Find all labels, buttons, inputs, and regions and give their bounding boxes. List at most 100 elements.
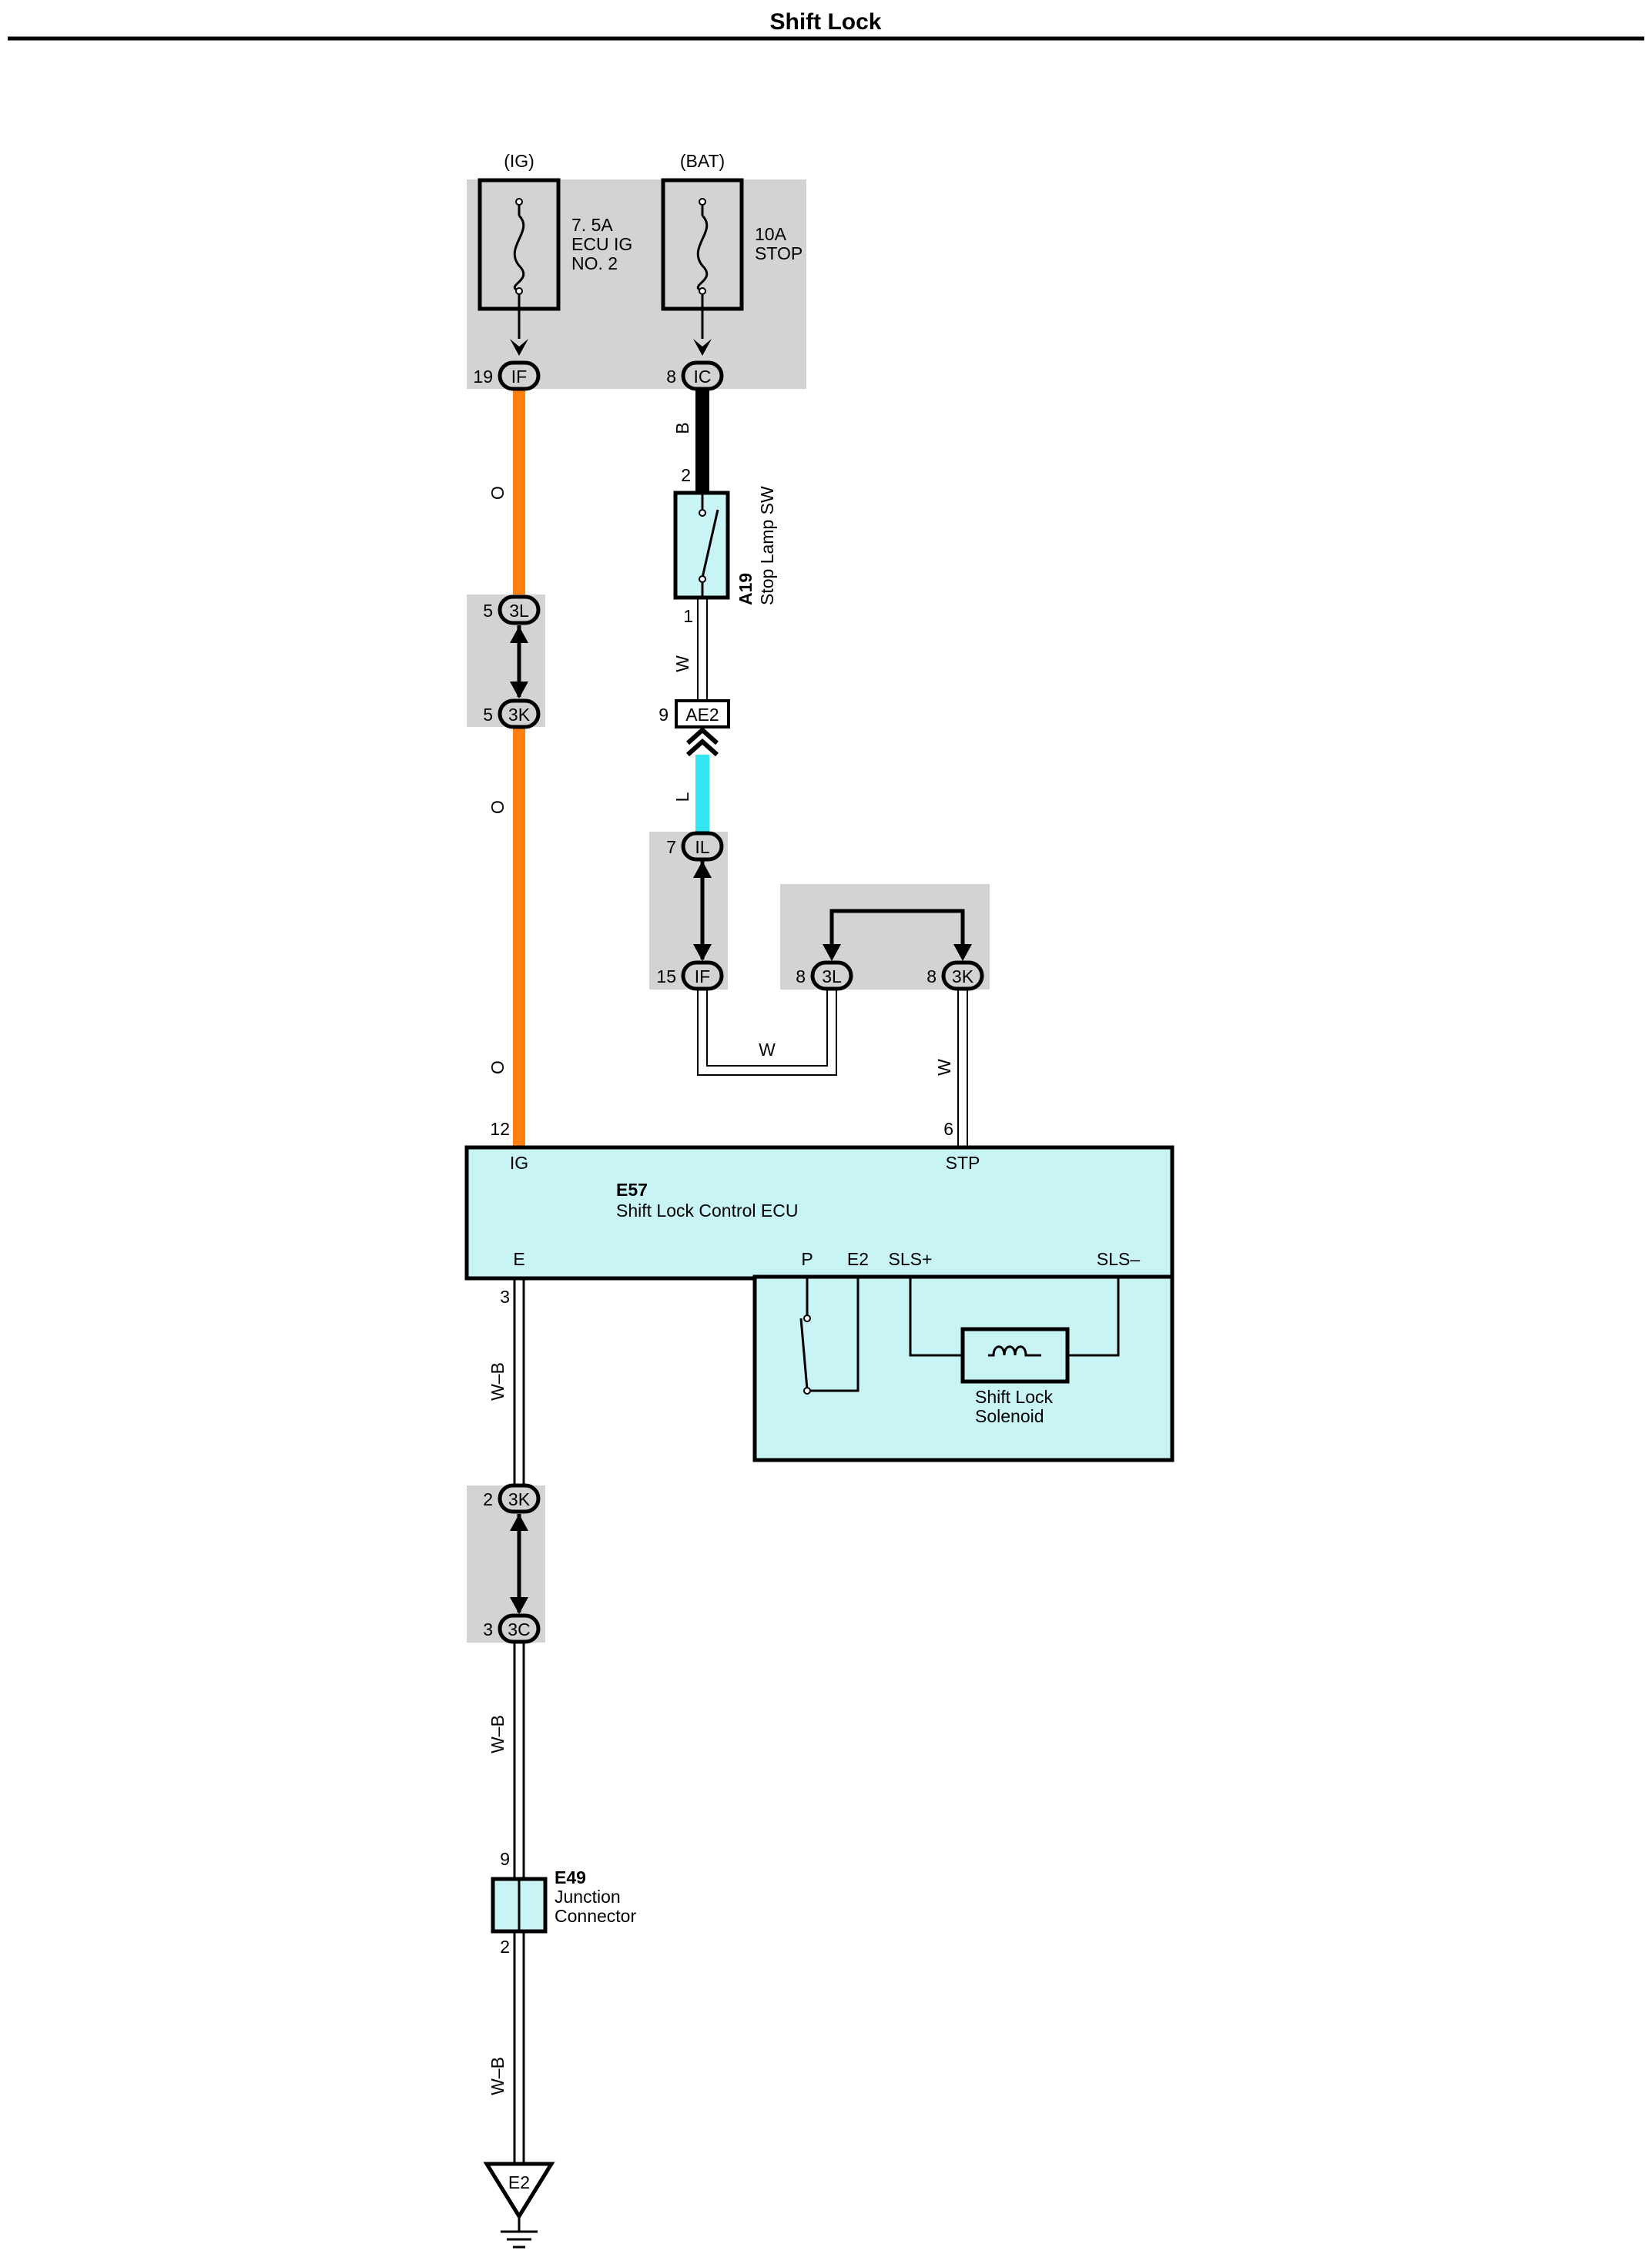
connector-if-mid-label: IF: [695, 966, 710, 986]
wire-label-w2: W: [759, 1040, 776, 1060]
fuse-stop: [661, 178, 744, 339]
wire-wb-3: [513, 1931, 525, 2164]
arrow-ig-down: [510, 339, 528, 356]
p-position-switch: [799, 1277, 860, 1395]
wire-label-w3: W: [934, 1059, 954, 1076]
arrow-bat-down: [693, 339, 712, 356]
ecu-pin-3: 3: [500, 1287, 510, 1307]
connector-3k-low: [498, 1483, 541, 1514]
stop-sw-pin-bottom: 1: [683, 606, 693, 626]
pin-8-3l: 8: [796, 966, 806, 986]
ecu-terminal-sls-plus: SLS+: [889, 1249, 933, 1269]
pin-8-ic: 8: [666, 367, 676, 387]
wire-label-wb2: W–B: [488, 1715, 508, 1753]
junction-pin-top: 9: [500, 1849, 510, 1869]
ecu-terminal-p: P: [801, 1249, 813, 1269]
arrow-if-down: [693, 944, 712, 961]
page-title: Shift Lock: [769, 9, 881, 35]
connector-3c-low: [498, 1613, 541, 1644]
wire-wb-1: [513, 1278, 525, 1486]
wire-label-wb3: W–B: [488, 2057, 508, 2095]
solenoid-name-2: Solenoid: [975, 1406, 1044, 1426]
arrow-3k-low-up: [510, 1514, 528, 1531]
bridge-3l-3k: [829, 909, 965, 938]
pin-7-il: 7: [666, 837, 676, 857]
ecu-name: Shift Lock Control ECU: [616, 1201, 798, 1221]
bat-power-label: (BAT): [680, 151, 725, 171]
ecu-code: E57: [616, 1180, 648, 1200]
wire-white-w3: [957, 989, 968, 1146]
pin-8-3k: 8: [927, 966, 937, 986]
fuse-bat-name: STOP: [755, 243, 803, 263]
connector-3k-left-label: 3K: [508, 705, 531, 725]
wire-label-o3: O: [488, 1060, 508, 1074]
ecu-terminal-ig: IG: [510, 1153, 528, 1173]
ground-icon: [501, 2216, 538, 2249]
stop-lamp-switch: [673, 491, 730, 600]
ecu-terminal-e2: E2: [847, 1249, 869, 1269]
fuse-block-box: [467, 179, 806, 389]
ecu-pin-6: 6: [943, 1119, 953, 1139]
connector-3l-mid-label: 3L: [822, 966, 842, 986]
connector-3k-mid: [941, 960, 984, 991]
arrow-3c-down: [510, 1597, 528, 1614]
arrow-3k-mid-down: [953, 944, 972, 961]
connector-il: [681, 831, 724, 862]
ground-triangle: [483, 2162, 555, 2220]
connector-if-mid: [681, 960, 724, 991]
junction-code: E49: [555, 1867, 586, 1887]
wire-white-w2: [697, 989, 837, 1076]
wire-wb-2: [513, 1643, 525, 1879]
connector-3l-left: [498, 594, 541, 625]
junction-name-1: Junction: [555, 1887, 621, 1907]
arrow-3l-up: [510, 626, 528, 643]
arrow-3k-down: [510, 682, 528, 698]
arrow-il-up: [693, 861, 712, 878]
connector-3k-mid-label: 3K: [952, 966, 974, 986]
fuse-ig-name-1: ECU IG: [571, 234, 632, 254]
stop-sw-name: Stop Lamp SW: [757, 486, 777, 605]
connector-ic-label: IC: [694, 367, 712, 387]
arrow-3l-mid-down: [823, 944, 841, 961]
pin-19: 19: [473, 367, 493, 387]
junction-pin-bottom: 2: [500, 1937, 510, 1957]
connector-ae2-label: AE2: [685, 705, 719, 725]
wire-label-w1: W: [672, 655, 692, 672]
ground-label: E2: [508, 2172, 530, 2192]
pin-5-3k: 5: [483, 705, 493, 725]
stop-sw-pin-top: 2: [681, 465, 691, 485]
solenoid-coil-icon: [960, 1327, 1070, 1384]
fuse-bat-rating: 10A: [755, 224, 787, 244]
connector-il-label: IL: [695, 837, 709, 857]
connector-if-top: [498, 360, 541, 391]
wire-label-o2: O: [488, 800, 508, 814]
pin-3-3c: 3: [483, 1619, 493, 1639]
junction-name-2: Connector: [555, 1906, 636, 1926]
ecu-main-box: [464, 1145, 1174, 1281]
fuse-ig-name-2: NO. 2: [571, 253, 618, 273]
ig-power-label: (IG): [504, 151, 534, 171]
stop-sw-code: A19: [736, 573, 756, 605]
wire-label-b: B: [672, 422, 692, 434]
wire-label-l: L: [672, 792, 692, 802]
chevron-up-icon: [685, 726, 719, 757]
connector-3l-mid: [810, 960, 853, 991]
fuse-ecu-ig-no2: [478, 178, 561, 339]
ecu-terminal-e: E: [513, 1249, 524, 1269]
connector-3k-low-label: 3K: [508, 1489, 531, 1509]
wire-label-wb1: W–B: [488, 1362, 508, 1401]
ecu-terminal-stp: STP: [946, 1153, 980, 1173]
fuse-ig-rating: 7. 5A: [571, 215, 613, 235]
ecu-pin-12: 12: [490, 1119, 510, 1139]
solenoid-wiring: [909, 1277, 1120, 1357]
connector-3l-left-label: 3L: [509, 601, 529, 621]
pin-15-if: 15: [656, 966, 676, 986]
solenoid-name-1: Shift Lock: [975, 1387, 1053, 1407]
wire-label-o1: O: [488, 486, 508, 500]
connector-if-top-label: IF: [511, 367, 527, 387]
connector-3k-left: [498, 698, 541, 729]
connector-3c-low-label: 3C: [508, 1619, 530, 1639]
pin-9-ae2: 9: [658, 705, 669, 725]
wire-white-w1: [697, 599, 708, 701]
